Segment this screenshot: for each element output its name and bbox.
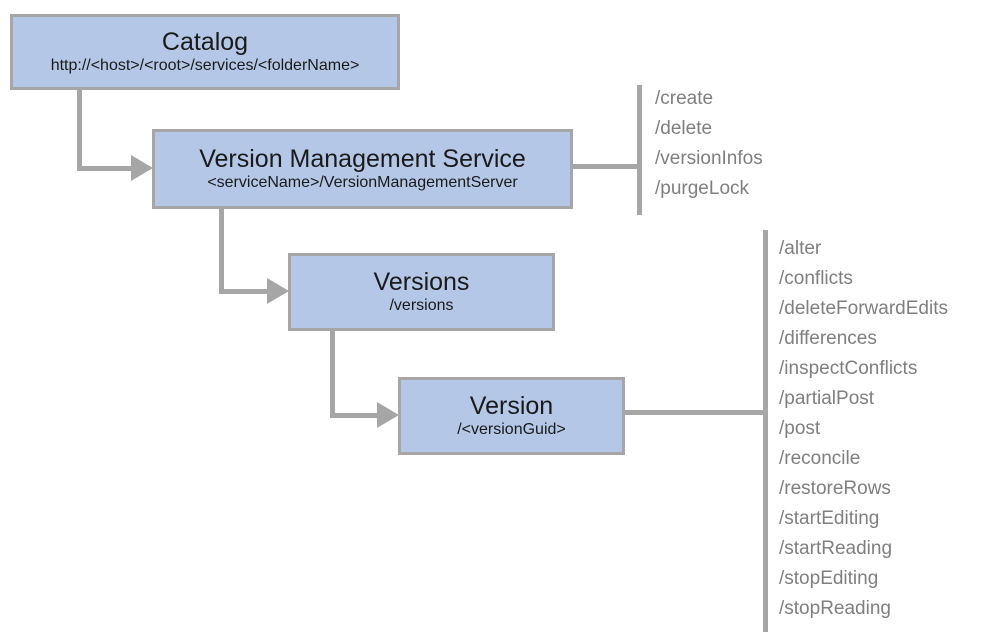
operation-item: /post [779, 418, 821, 439]
versions-node: Versions /versions [288, 253, 555, 331]
connector-vms-versions-horizontal [219, 289, 271, 294]
vms-operations-list: /create /delete /versionInfos /purgeLock [655, 84, 763, 204]
operation-item: /startEditing [779, 508, 880, 529]
connector-vms-versions-vertical [219, 207, 224, 294]
operation-item: /delete [655, 118, 713, 139]
operation-item: /startReading [779, 538, 893, 559]
operation-item: /restoreRows [779, 478, 891, 499]
operation-item: /versionInfos [655, 148, 763, 169]
vms-operations-bracket-line [637, 85, 642, 215]
arrowhead-icon [267, 278, 289, 304]
catalog-node-url: http://<host>/<root>/services/<folderNam… [50, 57, 360, 75]
operation-item: /stopReading [779, 598, 891, 619]
operation-item: /deleteForwardEdits [779, 298, 948, 319]
version-management-service-node: Version Management Service <serviceName>… [152, 129, 573, 209]
operation-item: /purgeLock [655, 178, 750, 199]
catalog-node: Catalog http://<host>/<root>/services/<f… [10, 14, 400, 90]
version-management-service-node-title: Version Management Service [199, 144, 526, 173]
connector-vms-operations-horizontal [571, 164, 639, 169]
connector-versions-version-vertical [330, 329, 335, 416]
version-operations-list: /alter /conflicts /deleteForwardEdits /d… [779, 234, 948, 624]
arrowhead-icon [377, 402, 399, 428]
version-operations-bracket-line [763, 230, 768, 632]
operation-item: /stopEditing [779, 568, 879, 589]
operation-item: /reconcile [779, 448, 861, 469]
versions-node-url: /versions [389, 297, 454, 315]
operation-item: /differences [779, 328, 877, 349]
version-node: Version /<versionGuid> [398, 377, 625, 455]
arrowhead-icon [131, 155, 153, 181]
operation-item: /conflicts [779, 268, 853, 289]
connector-versions-version-horizontal [330, 413, 380, 418]
connector-version-operations-horizontal [623, 410, 765, 415]
operation-item: /create [655, 88, 714, 109]
operation-item: /alter [779, 238, 822, 259]
operation-item: /partialPost [779, 388, 875, 409]
connector-catalog-vms-horizontal [77, 166, 135, 171]
operation-item: /inspectConflicts [779, 358, 918, 379]
version-management-service-node-url: <serviceName>/VersionManagementServer [207, 174, 518, 192]
connector-catalog-vms-vertical [77, 88, 82, 169]
versions-node-title: Versions [373, 267, 470, 296]
catalog-node-title: Catalog [161, 27, 249, 56]
version-node-url: /<versionGuid> [457, 421, 566, 439]
version-node-title: Version [469, 391, 554, 420]
